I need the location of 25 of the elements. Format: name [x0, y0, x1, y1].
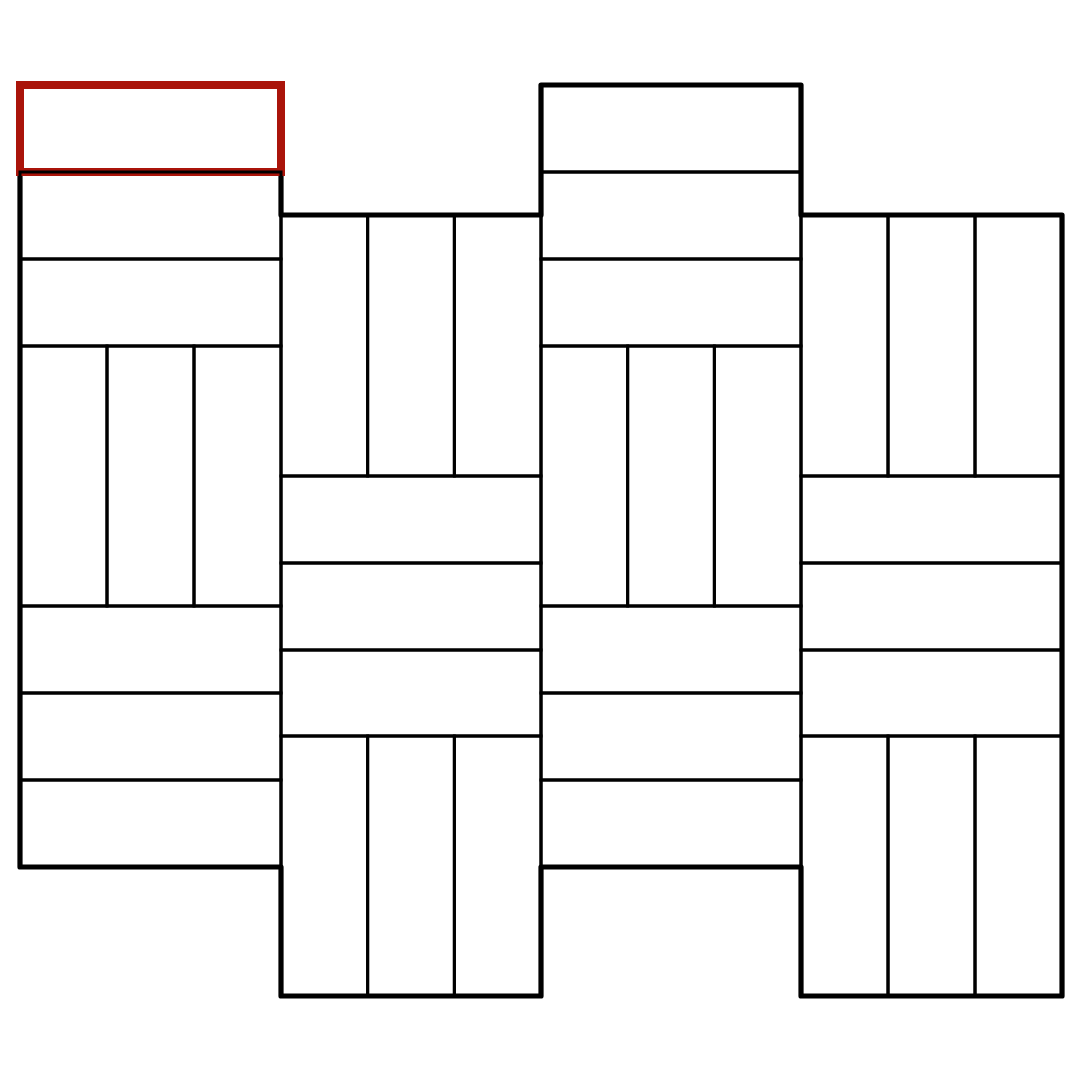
- tile: [192, 344, 283, 608]
- tile: [799, 734, 890, 998]
- highlighted-tile: [16, 81, 285, 176]
- tile: [279, 561, 543, 652]
- tile: [539, 778, 803, 869]
- tile: [539, 604, 803, 695]
- tile: [626, 344, 716, 608]
- tile: [105, 344, 196, 608]
- tile: [279, 474, 543, 565]
- tile: [279, 648, 543, 738]
- tile: [18, 691, 283, 782]
- tile: [539, 170, 803, 261]
- tile: [539, 691, 803, 782]
- tile: [973, 734, 1064, 998]
- tile: [18, 170, 283, 261]
- tile: [366, 734, 456, 998]
- tile: [799, 648, 1064, 738]
- tile: [886, 734, 977, 998]
- tile: [18, 778, 283, 869]
- tile: [799, 474, 1064, 565]
- tile: [712, 344, 803, 608]
- tile: [799, 561, 1064, 652]
- tile: [452, 734, 543, 998]
- tile: [18, 604, 283, 695]
- tile: [18, 344, 109, 608]
